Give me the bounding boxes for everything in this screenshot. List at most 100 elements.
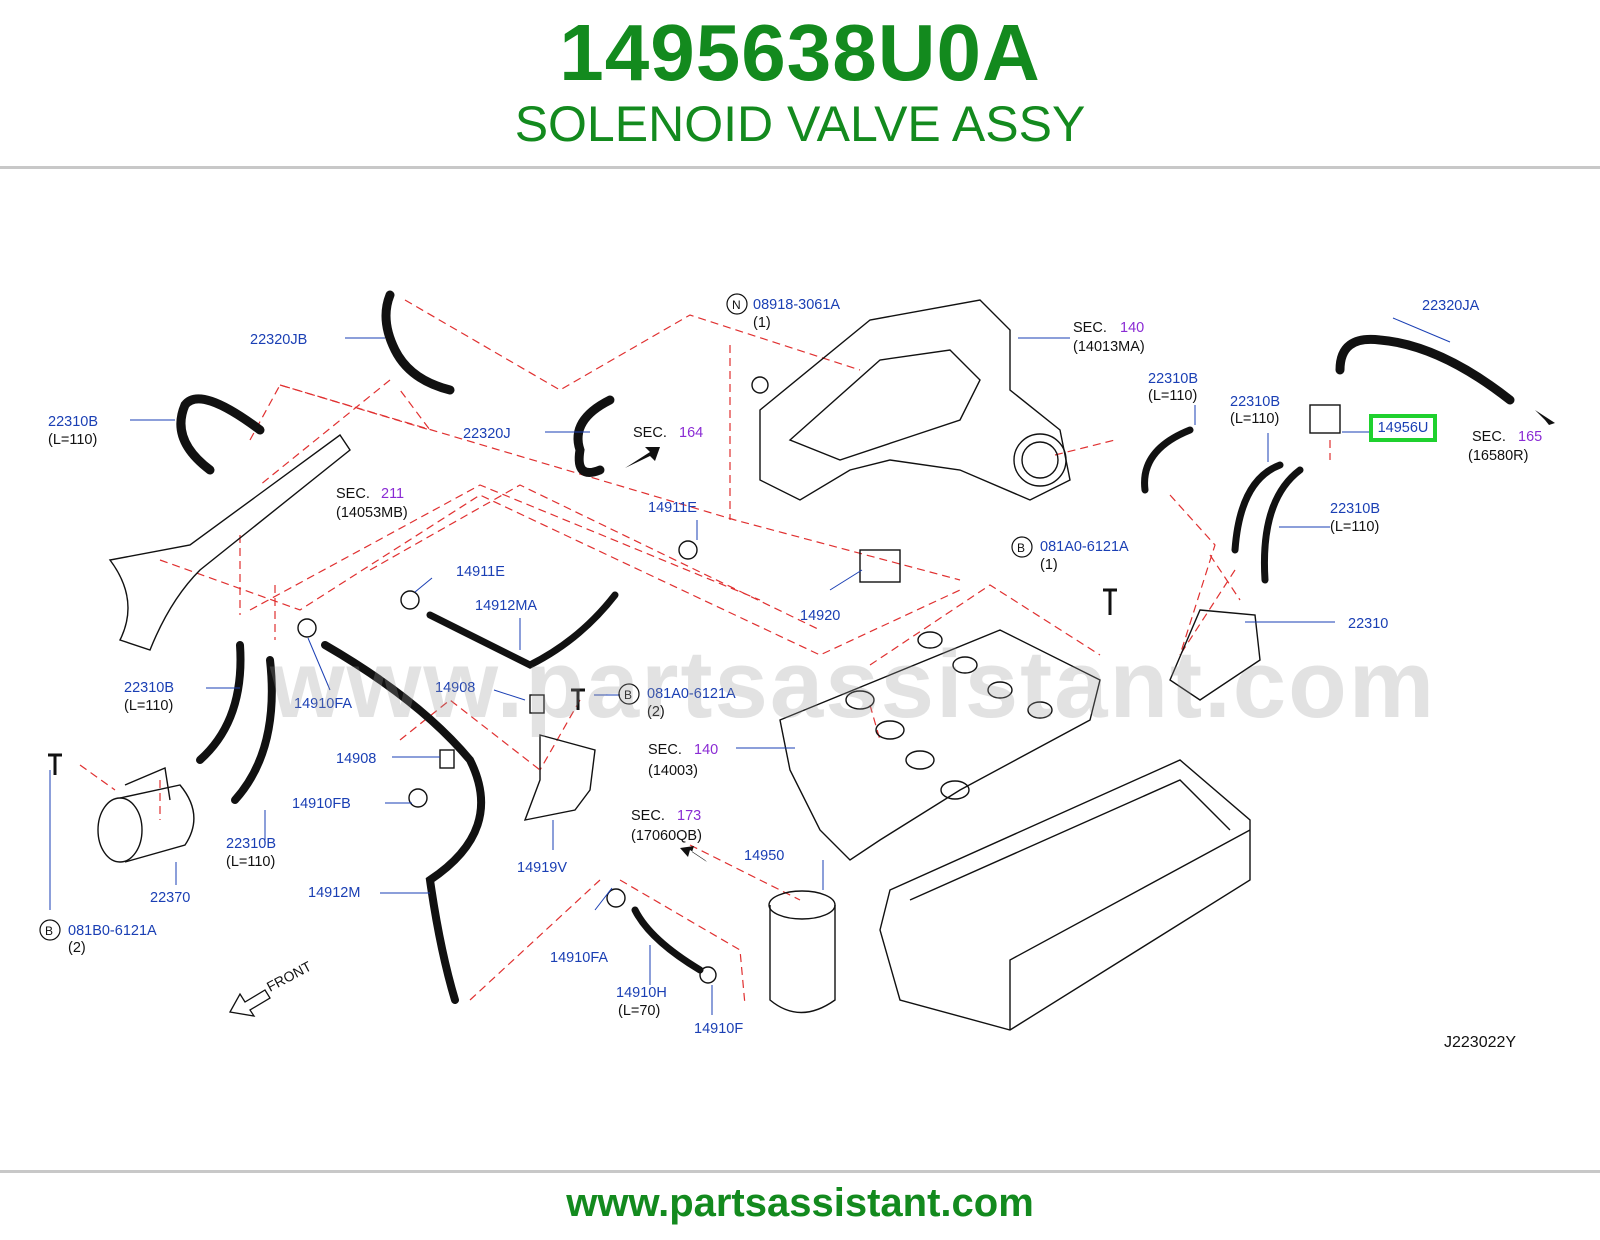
- label-sec173-sec: SEC.: [631, 808, 665, 824]
- bracket-14919V: [523, 734, 596, 821]
- label-081B0: 081B0-6121A: [68, 923, 157, 939]
- marker-b-b: B: [624, 688, 632, 702]
- parts-line-art: [48, 290, 1515, 1031]
- label-14908-a: 14908: [435, 680, 475, 696]
- arrow-sec165: [1535, 410, 1555, 425]
- label-sec165-sec: SEC.: [1472, 429, 1506, 445]
- nut-08918: [751, 376, 769, 394]
- clip-14908-a: [529, 694, 545, 714]
- hose-22310B-d: [1260, 466, 1304, 584]
- label-22310B-a-length: (L=110): [48, 432, 97, 448]
- label-22320J: 22320J: [463, 426, 511, 442]
- marker-b-a: B: [1017, 541, 1025, 555]
- clamp-14910F: [699, 966, 717, 984]
- clamp-14910FA-b: [606, 888, 626, 908]
- filter-22370-body: [119, 784, 195, 863]
- filter-22370-end: [97, 797, 143, 863]
- hose-22310B-c: [1231, 461, 1284, 554]
- label-08918-qty: (1): [753, 315, 771, 331]
- footer-url[interactable]: www.partsassistant.com: [566, 1181, 1034, 1225]
- hose-14910H: [631, 906, 704, 974]
- clamp-14910FA-a: [297, 618, 317, 638]
- label-sec165-ref: (16580R): [1468, 448, 1528, 464]
- hose-14912M: [321, 641, 486, 1004]
- label-14908-b: 14908: [336, 751, 376, 767]
- hose-22320JB: [381, 290, 455, 395]
- clamp-14910FB: [408, 788, 428, 808]
- clip-14908-b: [439, 749, 455, 769]
- label-14911E-a: 14911E: [648, 500, 697, 516]
- label-22310: 22310: [1348, 616, 1388, 632]
- cylinder-head-outline: [879, 759, 1251, 1031]
- label-14910H-length: (L=70): [618, 1003, 660, 1019]
- label-sec140b-num: 140: [694, 742, 718, 758]
- arrow-sec164: [625, 447, 660, 468]
- label-sec211-num: 211: [381, 486, 404, 502]
- label-22310B-a: 22310B: [48, 414, 98, 430]
- label-22310B-c: 22310B: [1230, 394, 1280, 410]
- label-14920: 14920: [800, 608, 840, 624]
- label-22310B-d-length: (L=110): [1330, 519, 1379, 535]
- label-sec173-num: 173: [677, 808, 701, 824]
- hose-22310B-f: [231, 656, 276, 804]
- diagram-labels: 22320JB 22310B (L=110) 22320J SEC. 164 S…: [45, 297, 1542, 1051]
- label-22310B-e: 22310B: [124, 680, 174, 696]
- label-sec164-sec: SEC.: [633, 425, 667, 441]
- part-name-subtitle: SOLENOID VALVE ASSY: [514, 96, 1086, 152]
- label-22310B-d: 22310B: [1330, 501, 1380, 517]
- label-sec211-sec: SEC.: [336, 486, 370, 502]
- label-14912M: 14912M: [308, 885, 360, 901]
- arrow-sec173: [680, 846, 707, 862]
- label-081A0-a: 081A0-6121A: [1040, 539, 1129, 555]
- label-14950: 14950: [744, 848, 784, 864]
- leader-lines: [79, 299, 1331, 1006]
- label-22310B-f-length: (L=110): [226, 854, 275, 870]
- label-sec140b-sec: SEC.: [648, 742, 682, 758]
- highlighted-part-14956U[interactable]: 14956U: [1369, 414, 1437, 442]
- hose-22320J: [573, 395, 615, 477]
- bottom-divider: [0, 1170, 1600, 1173]
- label-081A0-a-qty: (1): [1040, 557, 1058, 573]
- canister-14950-body: [769, 905, 836, 1014]
- marker-n: N: [732, 298, 741, 312]
- label-sec140b-ref: (14003): [648, 763, 698, 779]
- watermark-text: www.partsassistant.com: [270, 631, 1437, 738]
- intake-collector-inner: [788, 349, 981, 461]
- label-22310B-e-length: (L=110): [124, 698, 173, 714]
- label-081A0-b: 081A0-6121A: [647, 686, 736, 702]
- part-number-title: 1495638U0A: [559, 8, 1041, 97]
- label-front: FRONT: [264, 958, 314, 995]
- label-14919V: 14919V: [517, 860, 567, 876]
- marker-b-c: B: [45, 924, 53, 938]
- circle-markers: [39, 293, 1033, 941]
- section-arrows: [625, 410, 1555, 862]
- label-leaders: [49, 317, 1451, 1015]
- label-sec211-ref: (14053MB): [336, 505, 408, 521]
- label-sec164-num: 164: [679, 425, 703, 441]
- pipe-assy-14053MB: [108, 434, 351, 651]
- throttle-body-outline: [1013, 433, 1067, 487]
- hose-22310B-a: [176, 394, 265, 475]
- top-divider: [0, 166, 1600, 169]
- throttle-body-bore: [1021, 441, 1059, 479]
- label-22310B-b: 22310B: [1148, 371, 1198, 387]
- clamp-14911E-a: [678, 540, 698, 560]
- label-14910F: 14910F: [694, 1021, 743, 1037]
- label-08918-3061A: 08918-3061A: [753, 297, 840, 313]
- label-sec140a-num: 140: [1120, 320, 1144, 336]
- hose-14912MA: [426, 591, 619, 669]
- label-14910FA-a: 14910FA: [294, 696, 352, 712]
- page-header: 1495638U0A SOLENOID VALVE ASSY: [0, 0, 1600, 170]
- hose-22310B-b: [1141, 426, 1194, 494]
- label-22320JB: 22320JB: [250, 332, 307, 348]
- label-22310B-c-length: (L=110): [1230, 411, 1279, 427]
- intake-manifold-lower-outline: [779, 629, 1101, 861]
- intake-collector-outline: [759, 299, 1071, 501]
- diagram-code: J223022Y: [1444, 1034, 1516, 1051]
- bolt-081A0-a: [1103, 588, 1117, 615]
- label-sec165-num: 165: [1518, 429, 1542, 445]
- label-081A0-b-qty: (2): [647, 704, 665, 720]
- filter-22370-bracket: [124, 767, 171, 801]
- clamp-14911E-b: [400, 590, 420, 610]
- label-14910H: 14910H: [616, 985, 667, 1001]
